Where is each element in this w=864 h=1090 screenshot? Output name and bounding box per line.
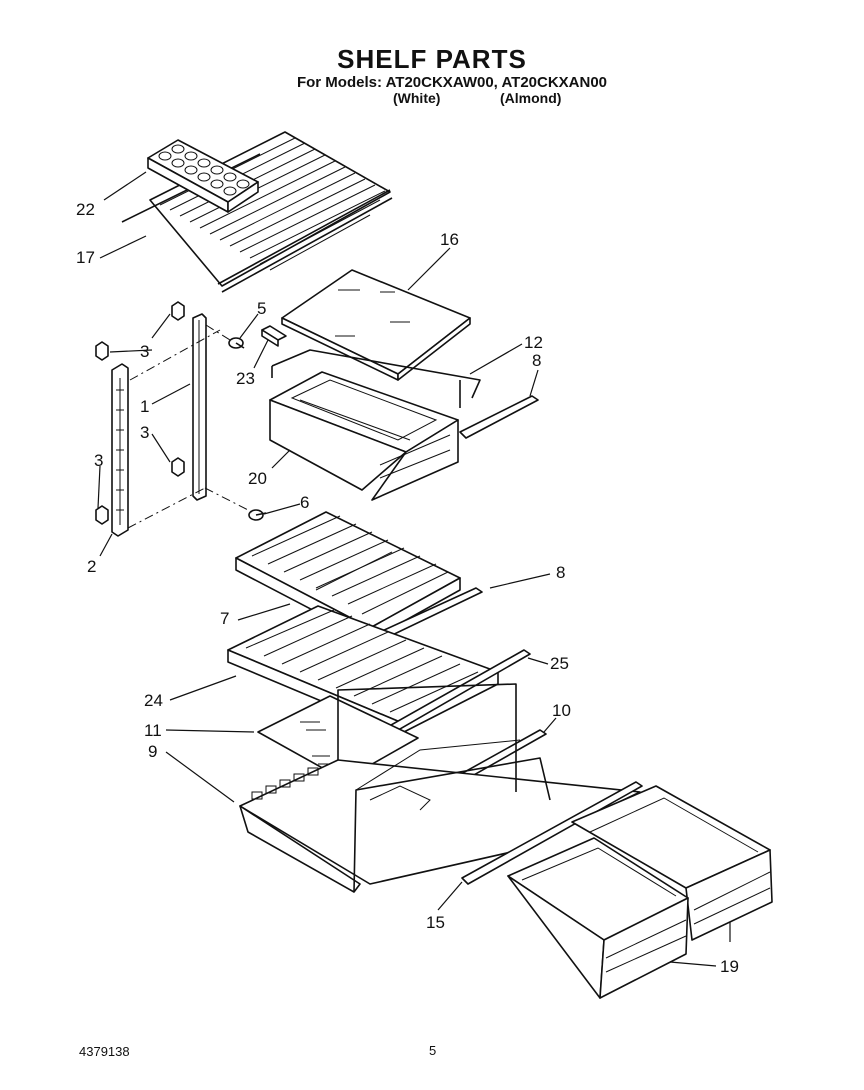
models-line: For Models: AT20CKXAW00, AT20CKXAN00 [296,74,608,91]
callout-25: 25 [550,654,569,673]
callout-5: 5 [257,299,266,318]
rail-part-2 [111,363,129,537]
callout-23: 23 [236,369,255,388]
frame-part-12 [271,349,481,408]
crisper-base-part-9 [239,683,641,893]
callout-1: 1 [140,397,149,416]
callout-8-lower: 8 [556,563,565,582]
callout-6: 6 [300,493,309,512]
callout-labels: 22 17 16 5 3 23 12 8 1 3 3 20 6 2 8 7 25… [76,200,739,976]
egg-tray-part-22 [147,139,259,213]
page-header: SHELF PARTS For Models: AT20CKXAW00, AT2… [0,44,864,92]
callout-24: 24 [144,691,163,710]
callout-11: 11 [144,721,162,740]
callout-12: 12 [524,333,543,352]
callout-15: 15 [426,913,445,932]
leader-lines [97,171,731,967]
callout-7: 7 [220,609,229,628]
callout-16: 16 [440,230,459,249]
callout-3-mid: 3 [140,423,149,442]
callout-8-upper: 8 [532,351,541,370]
color-almond-label: (Almond) [500,90,562,106]
callout-3-top: 3 [140,342,149,361]
callout-9: 9 [148,742,157,761]
rail-part-23 [261,325,287,347]
rail-part-8-upper [459,395,539,439]
crisper-pan-part-20 [269,371,459,501]
document-number: 4379138 [79,1044,130,1059]
crisper-drawers-part-19 [507,785,773,999]
callout-20: 20 [248,469,267,488]
glass-cover-part-16 [281,269,471,381]
callout-17: 17 [76,248,95,267]
callout-10: 10 [552,701,571,720]
page-title: SHELF PARTS [337,44,527,74]
clip-part-3 [95,301,185,525]
alignment-lines [127,324,253,529]
callout-19: 19 [720,957,739,976]
callout-2: 2 [87,557,96,576]
rail-part-1 [192,313,207,501]
fastener-part-5 [228,337,245,349]
callout-3-low: 3 [94,451,103,470]
screw-part-6 [248,509,267,521]
rail-part-15 [461,781,643,885]
page-number: 5 [429,1043,437,1058]
color-white-label: (White) [393,90,441,106]
callout-22: 22 [76,200,95,219]
shelf-part-7 [235,511,461,641]
